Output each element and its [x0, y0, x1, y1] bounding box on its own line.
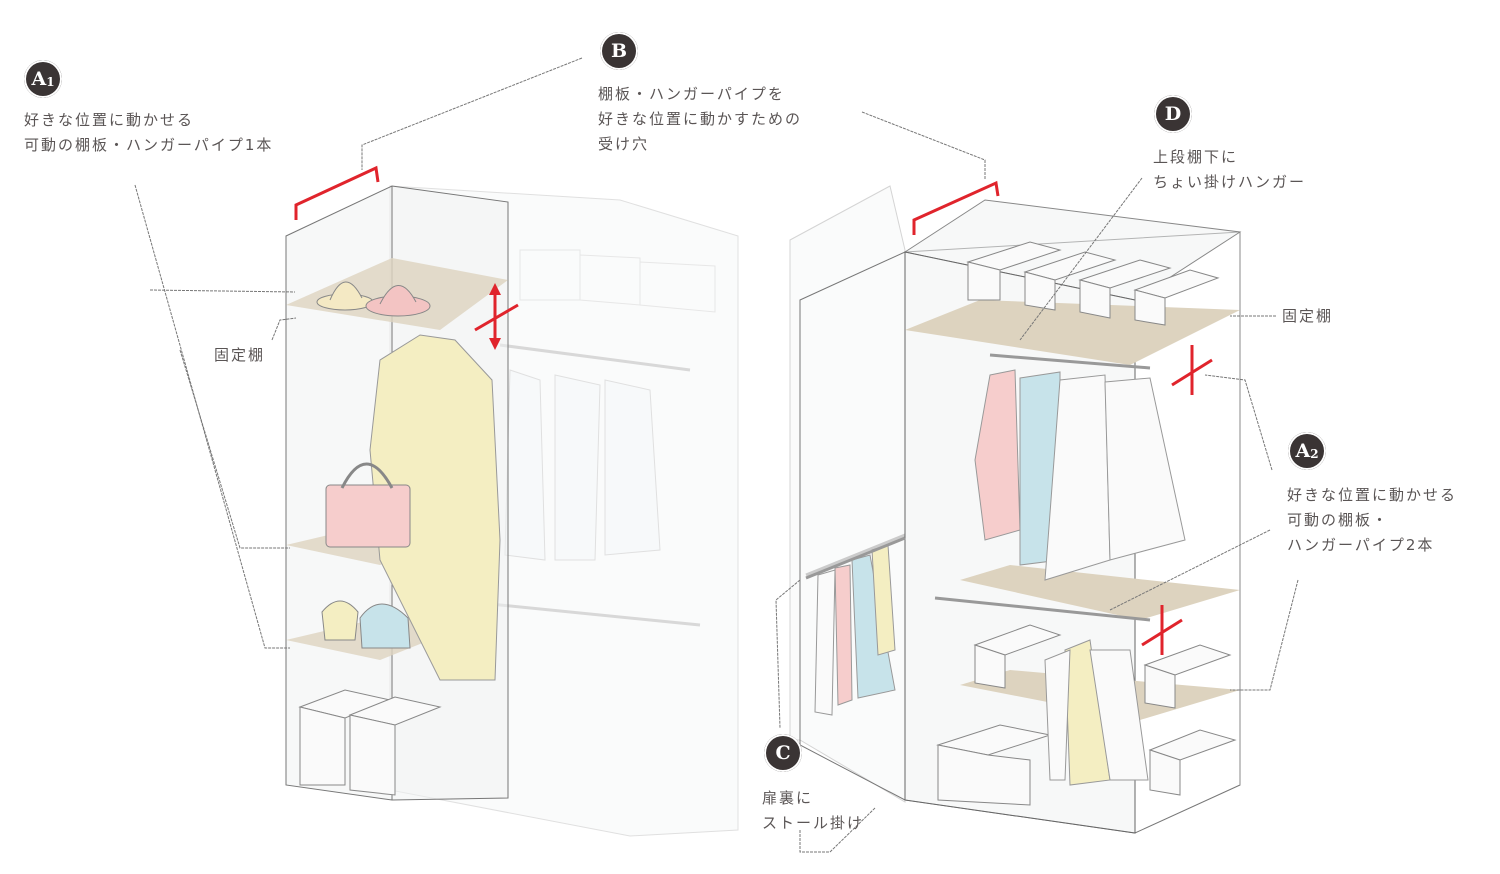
right-closet: [799, 180, 1242, 834]
text-line: 上段棚下に: [1153, 148, 1239, 166]
badge-letter: C: [775, 742, 791, 764]
text-line: 可動の棚板・ハンガーパイプ1本: [24, 136, 274, 154]
left-closet: [285, 165, 519, 801]
text-line: 好きな位置に動かすための: [598, 110, 803, 128]
callout-c-text: 扉裏に ストール掛け: [762, 786, 864, 836]
badge-letter: B: [610, 40, 628, 62]
badge-sub: 1: [46, 74, 55, 89]
callout-d-text: 上段棚下に ちょい掛けハンガー: [1153, 145, 1306, 195]
badge-letter: D: [1164, 103, 1182, 125]
text-line: ストール掛け: [762, 814, 865, 832]
text-line: 扉裏に: [762, 789, 814, 807]
text-line: ハンガーパイプ2本: [1287, 536, 1435, 554]
text-line: 受け穴: [598, 135, 650, 153]
text-line: 好きな位置に動かせる: [24, 111, 195, 129]
badge-letter: A: [1295, 440, 1311, 462]
move-arrow-icon: [474, 288, 519, 345]
badge-letter: A: [31, 68, 47, 90]
move-arrow-icon: [1141, 345, 1213, 655]
text-line: 好きな位置に動かせる: [1287, 486, 1458, 504]
badge-sub: 2: [1310, 446, 1319, 461]
callout-a1-text: 好きな位置に動かせる 可動の棚板・ハンガーパイプ1本: [24, 108, 273, 158]
callout-b-text: 棚板・ハンガーパイプを 好きな位置に動かすための 受け穴: [598, 82, 802, 157]
leader-lines: [134, 57, 1299, 853]
text-line: 棚板・ハンガーパイプを: [598, 85, 785, 103]
fixed-shelf-label-left: 固定棚: [214, 346, 266, 364]
fixed-shelf-label-right: 固定棚: [1282, 307, 1334, 325]
badge-d: D: [1154, 95, 1192, 133]
text-line: ちょい掛けハンガー: [1153, 173, 1307, 191]
badge-b: B: [600, 32, 638, 70]
badge-c: C: [764, 734, 802, 772]
text-line: 可動の棚板・: [1287, 511, 1390, 529]
callout-a2-text: 好きな位置に動かせる 可動の棚板・ ハンガーパイプ2本: [1287, 483, 1457, 558]
